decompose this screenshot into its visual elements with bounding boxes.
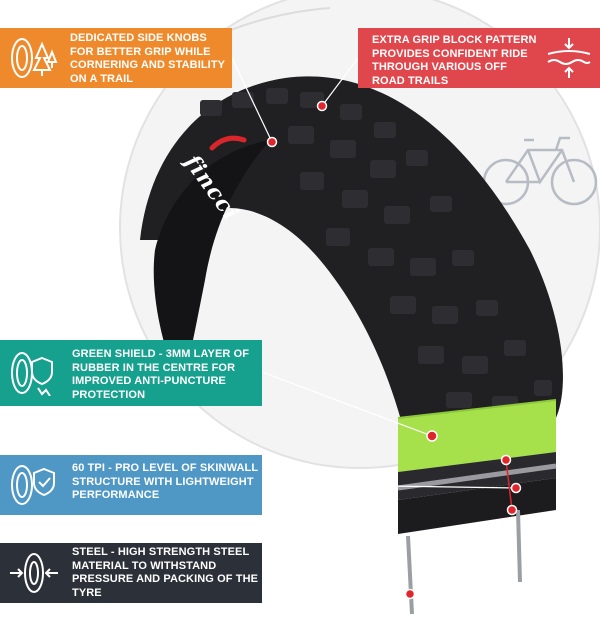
callout-grip-block-text: EXTRA GRIP BLOCK PATTERN PROVIDES CONFID… xyxy=(372,34,537,87)
leader-lines xyxy=(231,57,517,595)
tyre xyxy=(140,76,563,456)
callout-steel-text: STEEL - HIGH STRENGTH STEEL MATERIAL TO … xyxy=(72,546,259,599)
skinwall-shield-icon xyxy=(8,463,60,512)
brand-swoosh xyxy=(209,135,247,151)
callout-side-knobs: DEDICATED SIDE KNOBS FOR BETTER GRIP WHI… xyxy=(0,28,232,88)
callout-side-knobs-text: DEDICATED SIDE KNOBS FOR BETTER GRIP WHI… xyxy=(70,32,225,85)
steel-bead-wire-left xyxy=(406,535,414,615)
callout-steel: STEEL - HIGH STRENGTH STEEL MATERIAL TO … xyxy=(0,543,262,603)
terrain-grip-icon xyxy=(546,36,592,85)
callout-markers xyxy=(266,100,522,600)
puncture-shield-icon xyxy=(8,350,60,401)
callout-grip-block: EXTRA GRIP BLOCK PATTERN PROVIDES CONFID… xyxy=(358,28,600,88)
callout-tpi: 60 TPI - PRO LEVEL OF SKINWALL STRUCTURE… xyxy=(0,455,262,515)
steel-bead-icon xyxy=(8,551,60,600)
callout-green-shield-text: GREEN SHIELD - 3MM LAYER OF RUBBER IN TH… xyxy=(72,348,250,401)
trees-tyre-icon xyxy=(8,36,60,85)
callout-green-shield: GREEN SHIELD - 3MM LAYER OF RUBBER IN TH… xyxy=(0,340,262,406)
steel-bead-wire-right xyxy=(516,509,522,583)
green-shield-layer xyxy=(398,400,556,472)
callout-tpi-text: 60 TPI - PRO LEVEL OF SKINWALL STRUCTURE… xyxy=(72,462,258,501)
